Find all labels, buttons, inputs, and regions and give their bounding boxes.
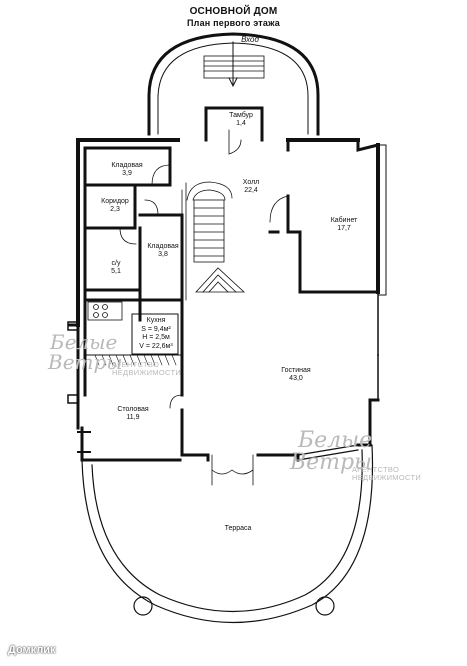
wall-cabinet	[268, 138, 302, 234]
terrace-column	[315, 596, 335, 616]
stove-icon	[87, 301, 123, 321]
wall-corridor	[83, 183, 137, 230]
wall-south-dining	[80, 426, 182, 462]
kitchen-area: S = 9,4м²	[141, 325, 171, 333]
page-title: ОСНОВНОЙ ДОМ	[189, 6, 278, 17]
page-subtitle: План первого этажа	[187, 18, 280, 28]
terrace-outline-outer	[81, 444, 374, 623]
terrace-column	[133, 596, 153, 616]
kitchen-name: Кухня	[146, 317, 166, 324]
wall-storage1	[83, 146, 172, 187]
vestibule-wall	[204, 106, 264, 142]
brand-logo: Домклик	[8, 644, 56, 656]
kitchen-volume: V = 22,6м³	[139, 342, 173, 350]
entrance-label: Вход	[241, 35, 259, 44]
entrance-steps	[203, 55, 265, 79]
wall-storage2	[138, 213, 184, 302]
wall-kitchen	[83, 298, 142, 397]
kitchen-height: H = 2,5м	[142, 334, 170, 341]
kitchen-hatch	[94, 354, 177, 366]
kitchen-info-box	[131, 313, 179, 355]
staircase	[181, 181, 246, 301]
entrance-dome-outer	[147, 32, 320, 136]
kitchen-info: Кухня S = 9,4м² H = 2,5м V = 22,6м³	[139, 317, 172, 351]
room-terrace: Терраса	[224, 525, 252, 532]
terrace-outline-inner	[91, 449, 363, 613]
